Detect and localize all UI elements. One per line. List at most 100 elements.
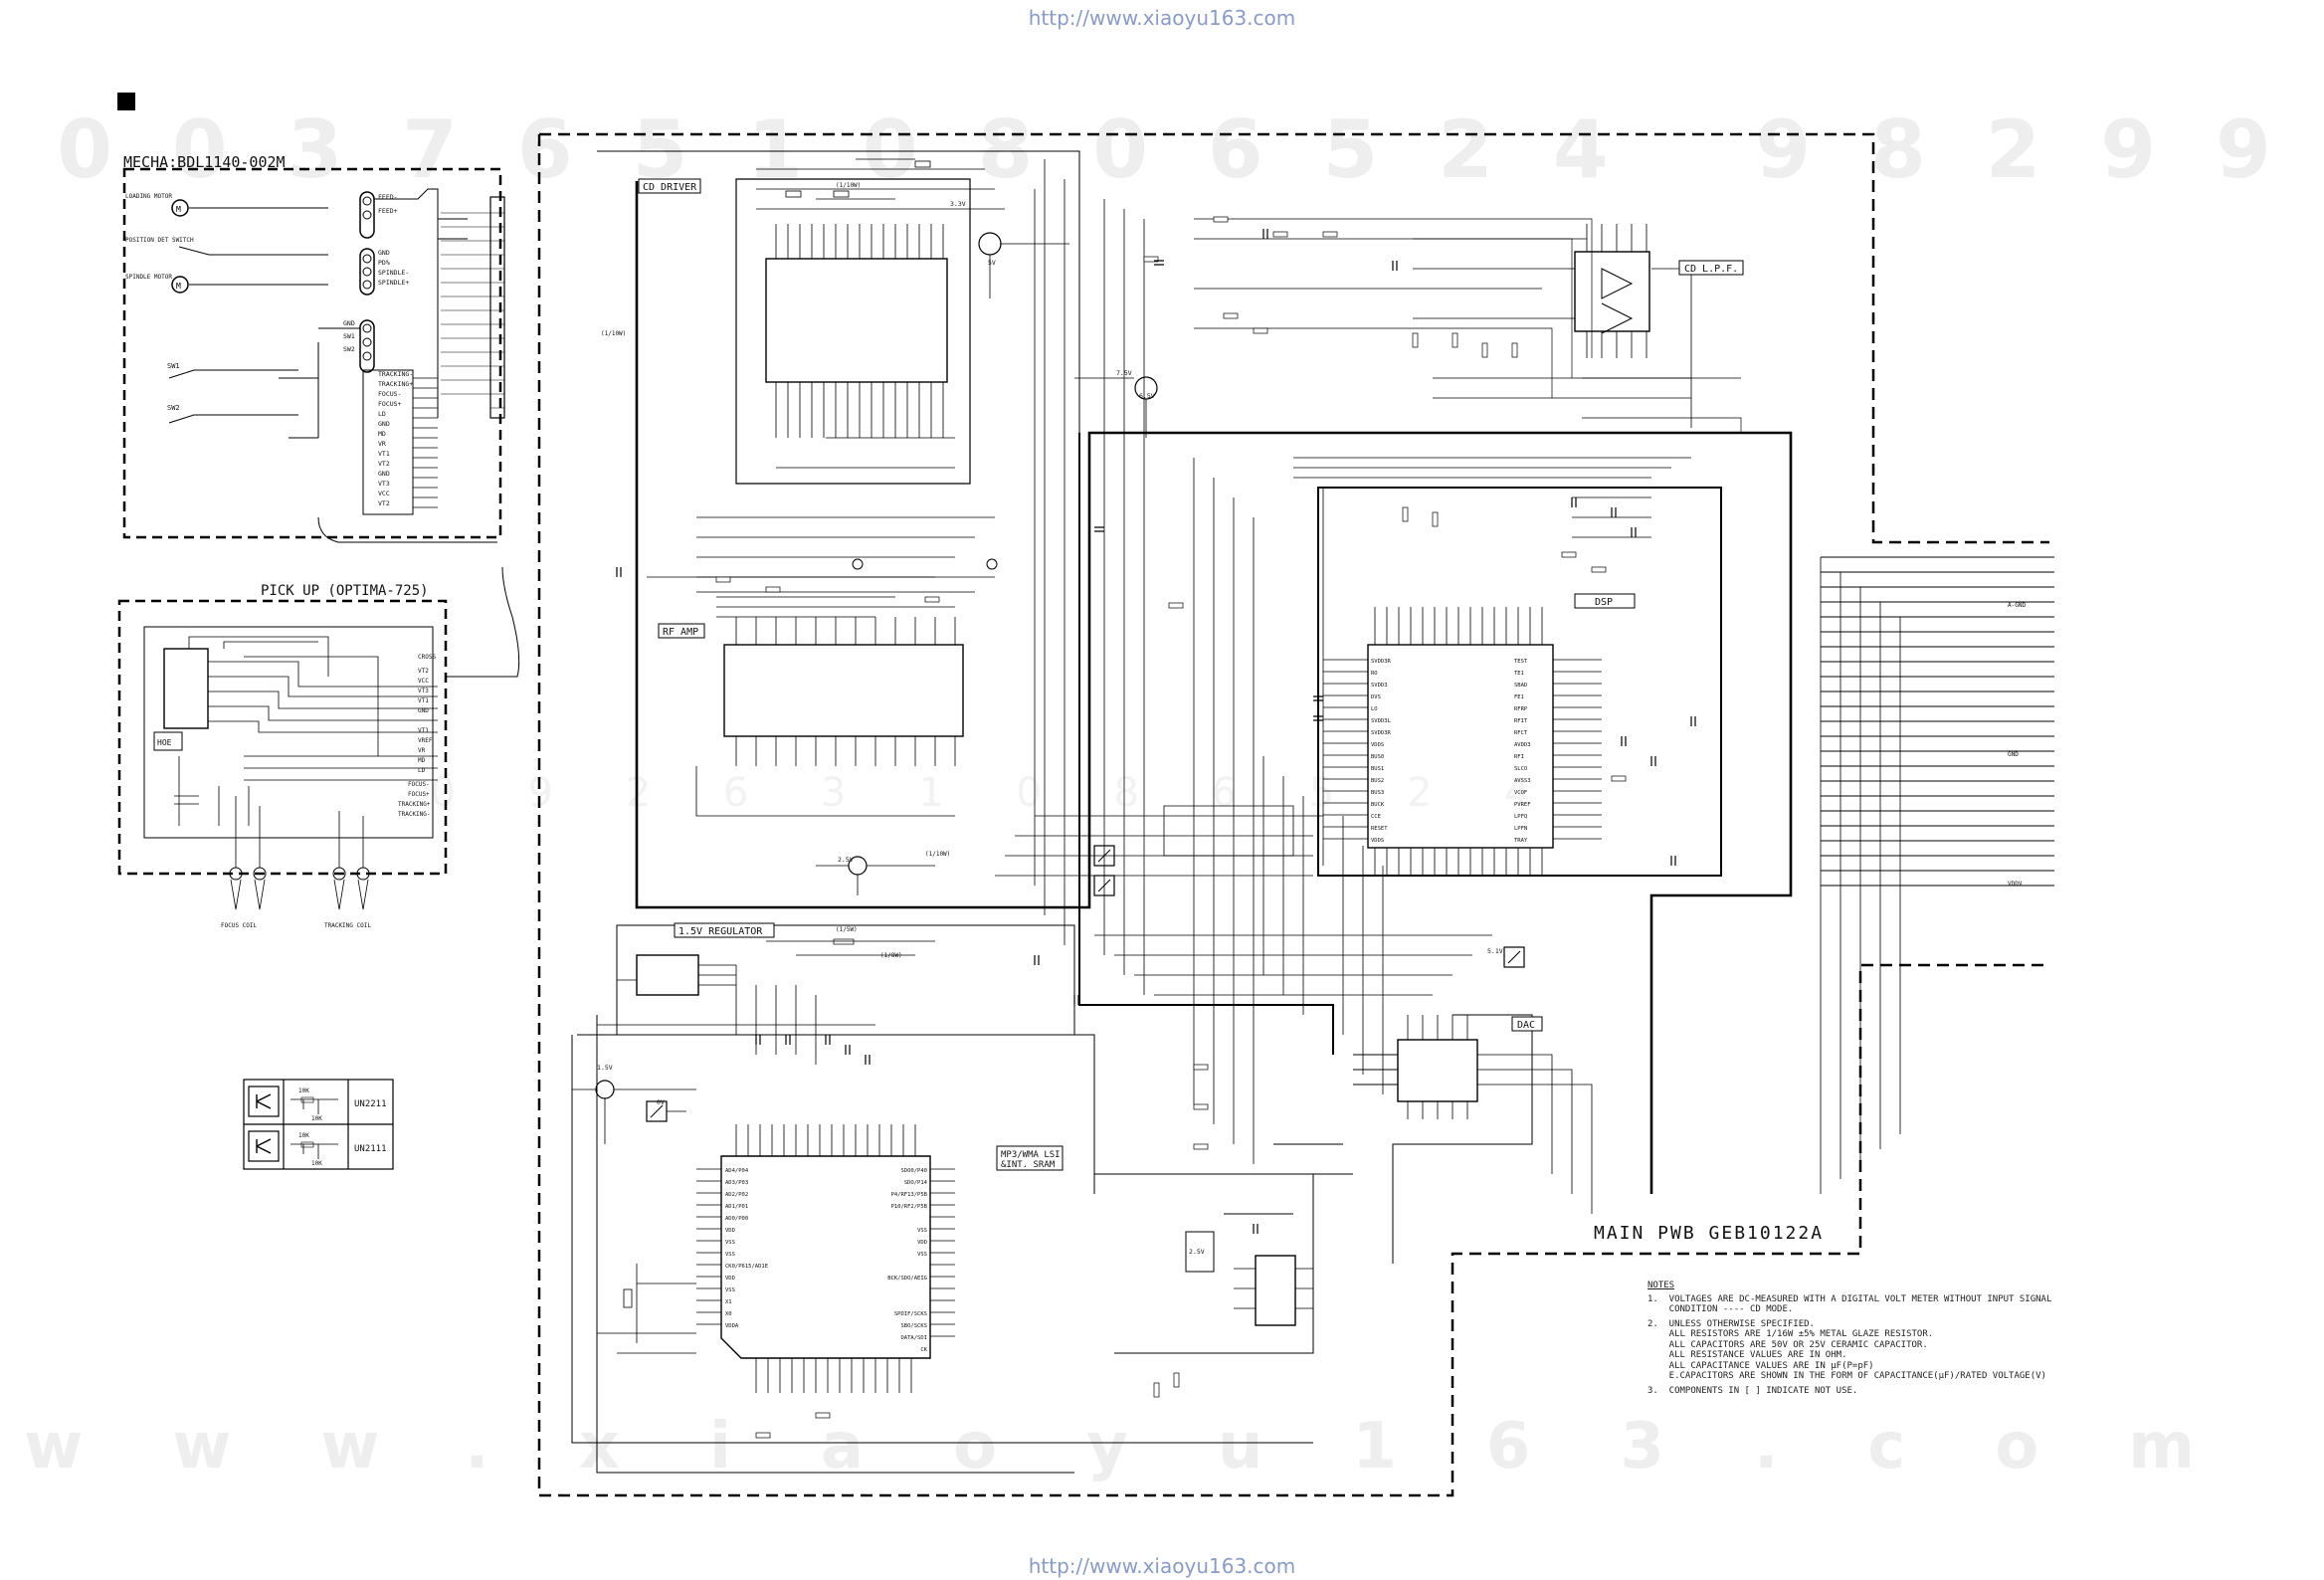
svg-text:VCC: VCC [418, 678, 429, 685]
svg-text:BUS1: BUS1 [1371, 766, 1384, 772]
svg-text:AVSS3: AVSS3 [1514, 778, 1531, 784]
focus-coil-label: FOCUS COIL [221, 922, 258, 929]
svg-text:TRACKING-: TRACKING- [398, 811, 431, 818]
main-pwb-label: MAIN PWB GEB10122A [1594, 1223, 1824, 1244]
transistor-2-name: UN2111 [354, 1144, 387, 1154]
watermark-domain-bottom: www.xiaoyu163.com [24, 1410, 2284, 1483]
svg-text:FOCUS+: FOCUS+ [408, 791, 430, 798]
svg-text:SBO/SCKS: SBO/SCKS [901, 1323, 928, 1329]
rf-amp-label-box [658, 623, 705, 639]
svg-text:SW2: SW2 [343, 345, 355, 353]
svg-text:TRACKING+: TRACKING+ [398, 801, 431, 808]
top-source-url[interactable]: http://www.xiaoyu163.com [1028, 6, 1296, 30]
svg-text:MD: MD [418, 757, 426, 764]
note-item: ALL CAPACITANCE VALUES ARE IN µF(P=pF) [1647, 1360, 1874, 1371]
svg-text:3.3V: 3.3V [950, 200, 966, 208]
loading-motor-label: LOADING MOTOR [125, 193, 172, 200]
pickup-block [117, 566, 520, 910]
svg-text:TRAY: TRAY [1514, 838, 1528, 844]
dsp-label: DSP [1595, 597, 1613, 608]
svg-text:(1/10W): (1/10W) [836, 182, 861, 189]
svg-text:VDD: VDD [917, 1240, 927, 1246]
note-item: ALL CAPACITORS ARE 50V OR 25V CERAMIC CA… [1647, 1339, 1928, 1350]
svg-text:SPINDLE+: SPINDLE+ [378, 279, 409, 287]
pickup-label: PICK UP (OPTIMA-725) [261, 583, 429, 599]
svg-text:AD2/P02: AD2/P02 [725, 1192, 748, 1198]
svg-text:VR: VR [378, 440, 386, 448]
sw1-label: SW1 [167, 362, 180, 370]
transistor-1-name: UN2211 [354, 1099, 387, 1109]
watermark-digits: 00376510806524 98299 [57, 103, 2324, 196]
transistor-2-r2: 10K [311, 1160, 322, 1167]
regulator-label-box [674, 922, 775, 938]
svg-text:VT3: VT3 [378, 480, 390, 488]
svg-text:VT1: VT1 [418, 727, 429, 734]
svg-text:AD1/P01: AD1/P01 [725, 1204, 748, 1210]
bottom-source-url[interactable]: http://www.xiaoyu163.com [1028, 1554, 1296, 1578]
svg-text:CROSS: CROSS [418, 654, 436, 661]
svg-text:LD: LD [378, 410, 386, 418]
svg-text:BUCK: BUCK [1371, 802, 1385, 808]
note-item: E.CAPACITORS ARE SHOWN IN THE FORM OF CA… [1647, 1371, 2046, 1381]
svg-text:(1/10W): (1/10W) [601, 330, 626, 337]
voltage-labels: 3.3V 5V 7.5V 6.5V 2.5V 1.5V 0V 2.5V 5.1V [597, 200, 1503, 1256]
svg-text:RFIT: RFIT [1514, 718, 1528, 724]
mp3-label-box [996, 1145, 1064, 1171]
resistor-power-labels: (1/10W) (1/10W) (1/5W) (1/10W) (1/8W) [601, 182, 950, 959]
mp3-sublabel: &INT. SRAM [1001, 1160, 1056, 1170]
mp3-pins-left: AD4/P04 AD3/P03 AD2/P02 AD1/P01 AD0/P00 … [725, 1168, 768, 1329]
transistor-1-r2: 10K [311, 1115, 322, 1122]
main-wiring [571, 150, 2054, 1474]
note-item: 1. VOLTAGES ARE DC-MEASURED WITH A DIGIT… [1647, 1293, 2052, 1304]
rf-amp-label: RF AMP [663, 627, 698, 638]
small-ic-bottom [1185, 1231, 1313, 1326]
svg-text:X1: X1 [725, 1299, 732, 1305]
notes-block: NOTES 1. VOLTAGES ARE DC-MEASURED WITH A… [1647, 1281, 2205, 1396]
section-marker [117, 93, 135, 110]
mp3-pins-right: SDO0/P40 SDO/P14 P4/RF13/P5B P10/RF2/P5B… [887, 1168, 927, 1353]
svg-text:TE1: TE1 [1514, 671, 1524, 677]
note-item: 3. COMPONENTS IN [ ] INDICATE NOT USE. [1647, 1385, 1858, 1396]
cd-lpf-label-box [1678, 260, 1744, 276]
svg-text:VSS: VSS [917, 1228, 927, 1234]
svg-text:RFCT: RFCT [1514, 730, 1528, 736]
svg-text:RFI: RFI [1514, 754, 1524, 760]
dac-ic [1353, 946, 1593, 1214]
note-item: ALL RESISTANCE VALUES ARE IN OHM. [1647, 1350, 1847, 1360]
svg-text:GND: GND [378, 420, 390, 428]
svg-text:6.5V: 6.5V [1139, 392, 1155, 400]
svg-text:VDDV: VDDV [2008, 881, 2023, 888]
svg-text:VT2: VT2 [378, 460, 390, 468]
right-side-signal-labels: A-GND GND VDDV [2008, 602, 2026, 888]
dsp-label-box [1574, 593, 1636, 609]
svg-text:GND: GND [343, 319, 355, 327]
svg-text:SW1: SW1 [343, 332, 355, 340]
svg-text:VCC: VCC [378, 490, 390, 497]
svg-text:M: M [176, 205, 181, 214]
watermark-digits-mid: 0 9 2 6 3 1 0 8 6 5 2 4 [430, 770, 1559, 816]
svg-text:(1/10W): (1/10W) [925, 851, 950, 858]
svg-text:BUS0: BUS0 [1371, 754, 1384, 760]
svg-text:TRACKING+: TRACKING+ [378, 380, 413, 388]
svg-text:AD4/P04: AD4/P04 [725, 1168, 749, 1174]
svg-text:LPFQ: LPFQ [1514, 814, 1527, 820]
svg-text:CCE: CCE [1371, 814, 1381, 820]
svg-text:(1/5W): (1/5W) [836, 926, 858, 933]
dac-label: DAC [1517, 1020, 1535, 1031]
svg-text:VT1: VT1 [418, 697, 429, 704]
svg-text:GND: GND [418, 707, 429, 714]
pickup-signals: CROSS VT2 VCC VT3 VT1 GND VT1 VREF VR MD… [398, 654, 436, 818]
svg-text:BUS3: BUS3 [1371, 790, 1384, 796]
svg-text:VDDA: VDDA [725, 1323, 739, 1329]
dsp-ic [1093, 488, 1651, 896]
svg-text:VCOF: VCOF [1514, 790, 1527, 796]
svg-text:VT2: VT2 [378, 499, 390, 507]
svg-text:FE1: FE1 [1514, 694, 1524, 700]
capacitor-marks [616, 229, 1696, 1234]
cd-driver-ic [756, 158, 1158, 469]
svg-text:SDO0/P40: SDO0/P40 [901, 1168, 928, 1174]
mp3-lsi-ic [572, 1080, 955, 1393]
dsp-pins-right: TEST TE1 SBAD FE1 RFRP RFIT RFCT AVDD3 R… [1514, 659, 1531, 844]
svg-text:VT1: VT1 [378, 450, 390, 458]
